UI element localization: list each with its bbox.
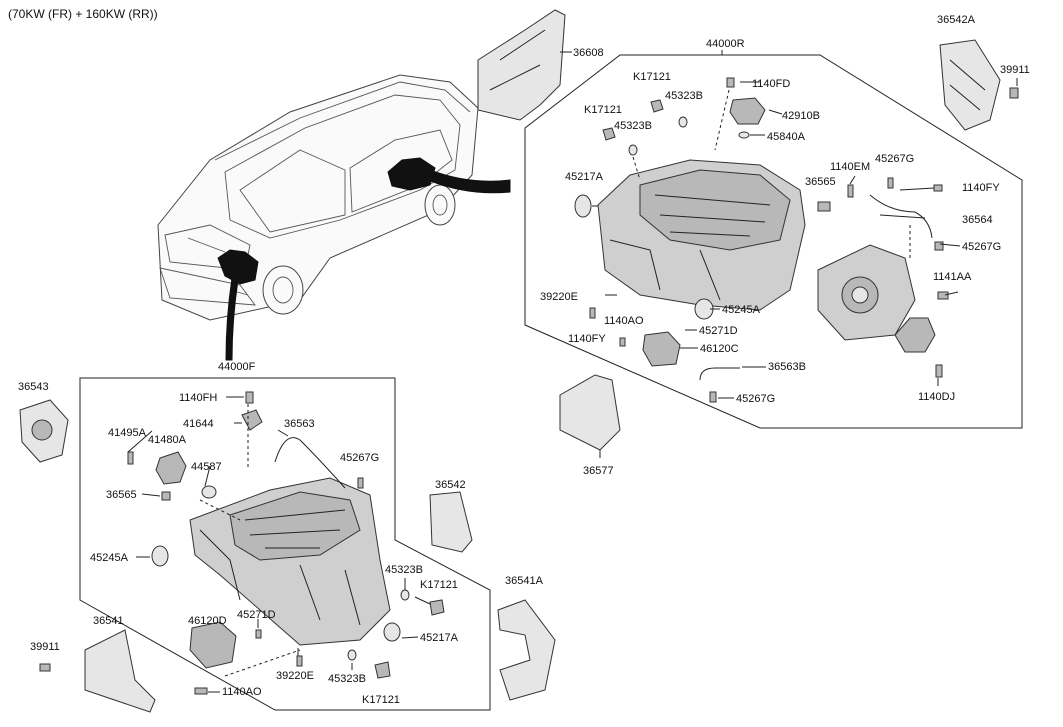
rear-assembly-label: 44000R xyxy=(706,38,745,50)
part-label-45323b-a: 45323B xyxy=(665,90,703,102)
part-label-45323b-b: 45323B xyxy=(614,120,652,132)
valve-46120C xyxy=(642,331,681,367)
part-label-1140ao-r: 1140AO xyxy=(604,315,644,327)
part-label-39220e-r: 39220E xyxy=(540,291,578,303)
part-label-36542: 36542 xyxy=(435,479,466,491)
resolver-cover xyxy=(894,317,936,353)
bracket-36541 xyxy=(84,629,156,713)
part-label-1140dj: 1140DJ xyxy=(918,391,955,403)
front-assembly-group: 44000F xyxy=(79,361,491,711)
part-label-45323b-f1: 45323B xyxy=(385,564,423,576)
vehicle-illustration xyxy=(157,74,511,361)
front-motor-highlight xyxy=(217,249,259,285)
part-label-1140fd: 1140FD xyxy=(752,78,790,90)
part-label-1140ao-f: 1140AO xyxy=(222,686,262,698)
part-label-1140em: 1140EM xyxy=(830,161,870,173)
part-label-1141aa: 1141AA xyxy=(933,271,972,283)
part-label-41480a: 41480A xyxy=(148,434,187,446)
bracket-36542 xyxy=(429,491,473,553)
bracket-36577 xyxy=(559,374,621,451)
rear-assembly-boundary xyxy=(524,54,1023,429)
part-label-45267g-f: 45267G xyxy=(340,452,379,464)
part-label-k17121-b: K17121 xyxy=(584,104,622,116)
part-label-45267g-b: 45267G xyxy=(962,241,1001,253)
part-label-45840a: 45840A xyxy=(767,131,806,143)
part-label-45217a-r: 45217A xyxy=(565,171,604,183)
part-label-45245a-f: 45245A xyxy=(90,552,129,564)
part-label-36563b: 36563B xyxy=(768,361,806,373)
part-label-36541a: 36541A xyxy=(505,575,544,587)
part-label-36565-r: 36565 xyxy=(805,176,836,188)
part-label-39220e-f: 39220E xyxy=(276,670,314,682)
part-label-36608: 36608 xyxy=(573,47,604,59)
part-label-45271d-r: 45271D xyxy=(699,325,738,337)
diagram-title: (70KW (FR) + 160KW (RR)) xyxy=(8,7,158,21)
bracket-36542A xyxy=(939,39,1001,131)
part-label-36563: 36563 xyxy=(284,418,315,430)
part-label-36542a: 36542A xyxy=(937,14,976,26)
part-label-46120c: 46120C xyxy=(700,343,739,355)
part-label-46120d: 46120D xyxy=(188,615,227,627)
part-label-36564: 36564 xyxy=(962,214,993,226)
part-label-39911-bl: 39911 xyxy=(30,641,60,653)
bracket-36608 xyxy=(477,9,566,121)
pump-46120D xyxy=(189,621,237,669)
part-label-36565-f: 36565 xyxy=(106,489,137,501)
part-label-45271d-f: 45271D xyxy=(237,609,276,621)
part-label-1140fh: 1140FH xyxy=(179,392,217,404)
part-label-45323b-f2: 45323B xyxy=(328,673,366,685)
front-assembly-label: 44000F xyxy=(218,361,256,373)
sensor-41480A xyxy=(155,451,187,485)
part-label-36543: 36543 xyxy=(18,381,49,393)
sensor-42910B xyxy=(729,97,766,125)
part-label-44587: 44587 xyxy=(191,461,222,473)
part-label-k17121-a: K17121 xyxy=(633,71,671,83)
front-callout-swoosh xyxy=(225,277,239,361)
part-label-45217a-f: 45217A xyxy=(420,632,459,644)
part-label-39911-tr: 39911 xyxy=(1000,64,1030,76)
part-label-1140fy-a: 1140FY xyxy=(962,182,1000,194)
part-label-k17121-f2: K17121 xyxy=(362,694,400,706)
part-label-41495a: 41495A xyxy=(108,427,147,439)
part-label-45267g-a: 45267G xyxy=(875,153,914,165)
part-label-1140fy-b: 1140FY xyxy=(568,333,606,345)
part-label-45267g-c: 45267G xyxy=(736,393,775,405)
part-label-45245a-r: 45245A xyxy=(722,304,761,316)
part-label-42910b: 42910B xyxy=(782,110,820,122)
part-label-k17121-f1: K17121 xyxy=(420,579,458,591)
rear-callout-swoosh xyxy=(427,169,511,194)
part-label-36577: 36577 xyxy=(583,465,614,477)
part-labels: 3660836542A39911K1712145323B1140FDK17121… xyxy=(18,14,1030,706)
bracket-36541A xyxy=(497,599,556,701)
part-label-36541: 36541 xyxy=(93,615,124,627)
rear-assembly-group: 44000R xyxy=(524,38,1023,429)
part-label-41644: 41644 xyxy=(183,418,214,430)
front-assembly-boundary xyxy=(79,377,491,711)
